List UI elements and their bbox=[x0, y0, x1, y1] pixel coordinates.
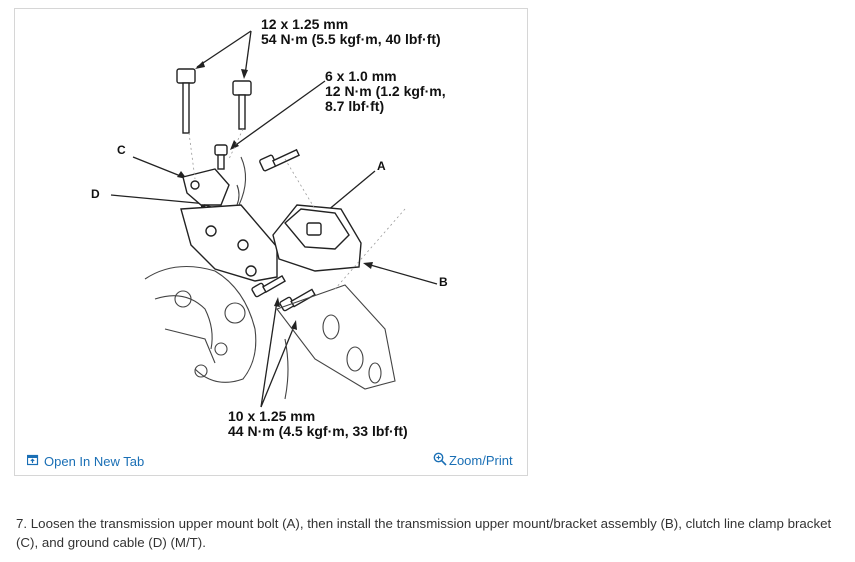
label-d: D bbox=[91, 187, 100, 201]
zoom-magnifier-icon bbox=[433, 452, 447, 469]
small-bolt-head bbox=[214, 144, 228, 156]
label-b: B bbox=[439, 275, 448, 289]
clutch-line-clamp-bracket bbox=[182, 168, 230, 206]
open-in-new-tab-link[interactable]: Open In New Tab bbox=[26, 454, 145, 469]
small-bolt-torque-2: 8.7 lbf·ft) bbox=[325, 98, 385, 114]
small-bolt-torque-1: 12 N·m (1.2 kgf·m, bbox=[325, 83, 446, 99]
leader-top-right bbox=[244, 30, 252, 76]
mount-bracket-plate bbox=[180, 204, 278, 282]
label-c: C bbox=[117, 143, 126, 157]
bolt-shank-right bbox=[238, 94, 246, 130]
label-a: A bbox=[377, 159, 386, 173]
leader-small-bolt bbox=[232, 80, 326, 148]
top-bolt-torque: 54 N·m (5.5 kgf·m, 40 lbf·ft) bbox=[261, 31, 441, 47]
leader-c bbox=[132, 156, 184, 178]
leader-lower-left bbox=[260, 300, 278, 408]
top-bolt-size: 12 x 1.25 mm bbox=[261, 16, 349, 32]
leader-top-left bbox=[196, 30, 252, 68]
transmission-housing-outline bbox=[144, 266, 257, 383]
bolt-shank-left bbox=[182, 82, 190, 134]
instruction-step-7: 7. Loosen the transmission upper mount b… bbox=[16, 516, 832, 550]
leader-d bbox=[110, 194, 208, 205]
transmission-mount-diagram bbox=[110, 30, 438, 408]
leader-lower-right bbox=[260, 323, 296, 408]
zoom-print-link[interactable]: Zoom/Print bbox=[433, 452, 513, 469]
frame-member-outline bbox=[276, 284, 396, 390]
lower-bolt-torque: 44 N·m (4.5 kgf·m, 33 lbf·ft) bbox=[228, 423, 408, 439]
leader-b bbox=[366, 263, 438, 285]
bolt-head-left bbox=[176, 68, 196, 84]
zoom-print-label: Zoom/Print bbox=[449, 453, 513, 468]
bolt-head-right bbox=[232, 80, 252, 96]
lower-bolt-size: 10 x 1.25 mm bbox=[228, 408, 316, 424]
open-in-new-tab-label: Open In New Tab bbox=[44, 454, 145, 469]
new-tab-icon bbox=[26, 454, 39, 469]
small-bolt-size: 6 x 1.0 mm bbox=[325, 68, 397, 84]
